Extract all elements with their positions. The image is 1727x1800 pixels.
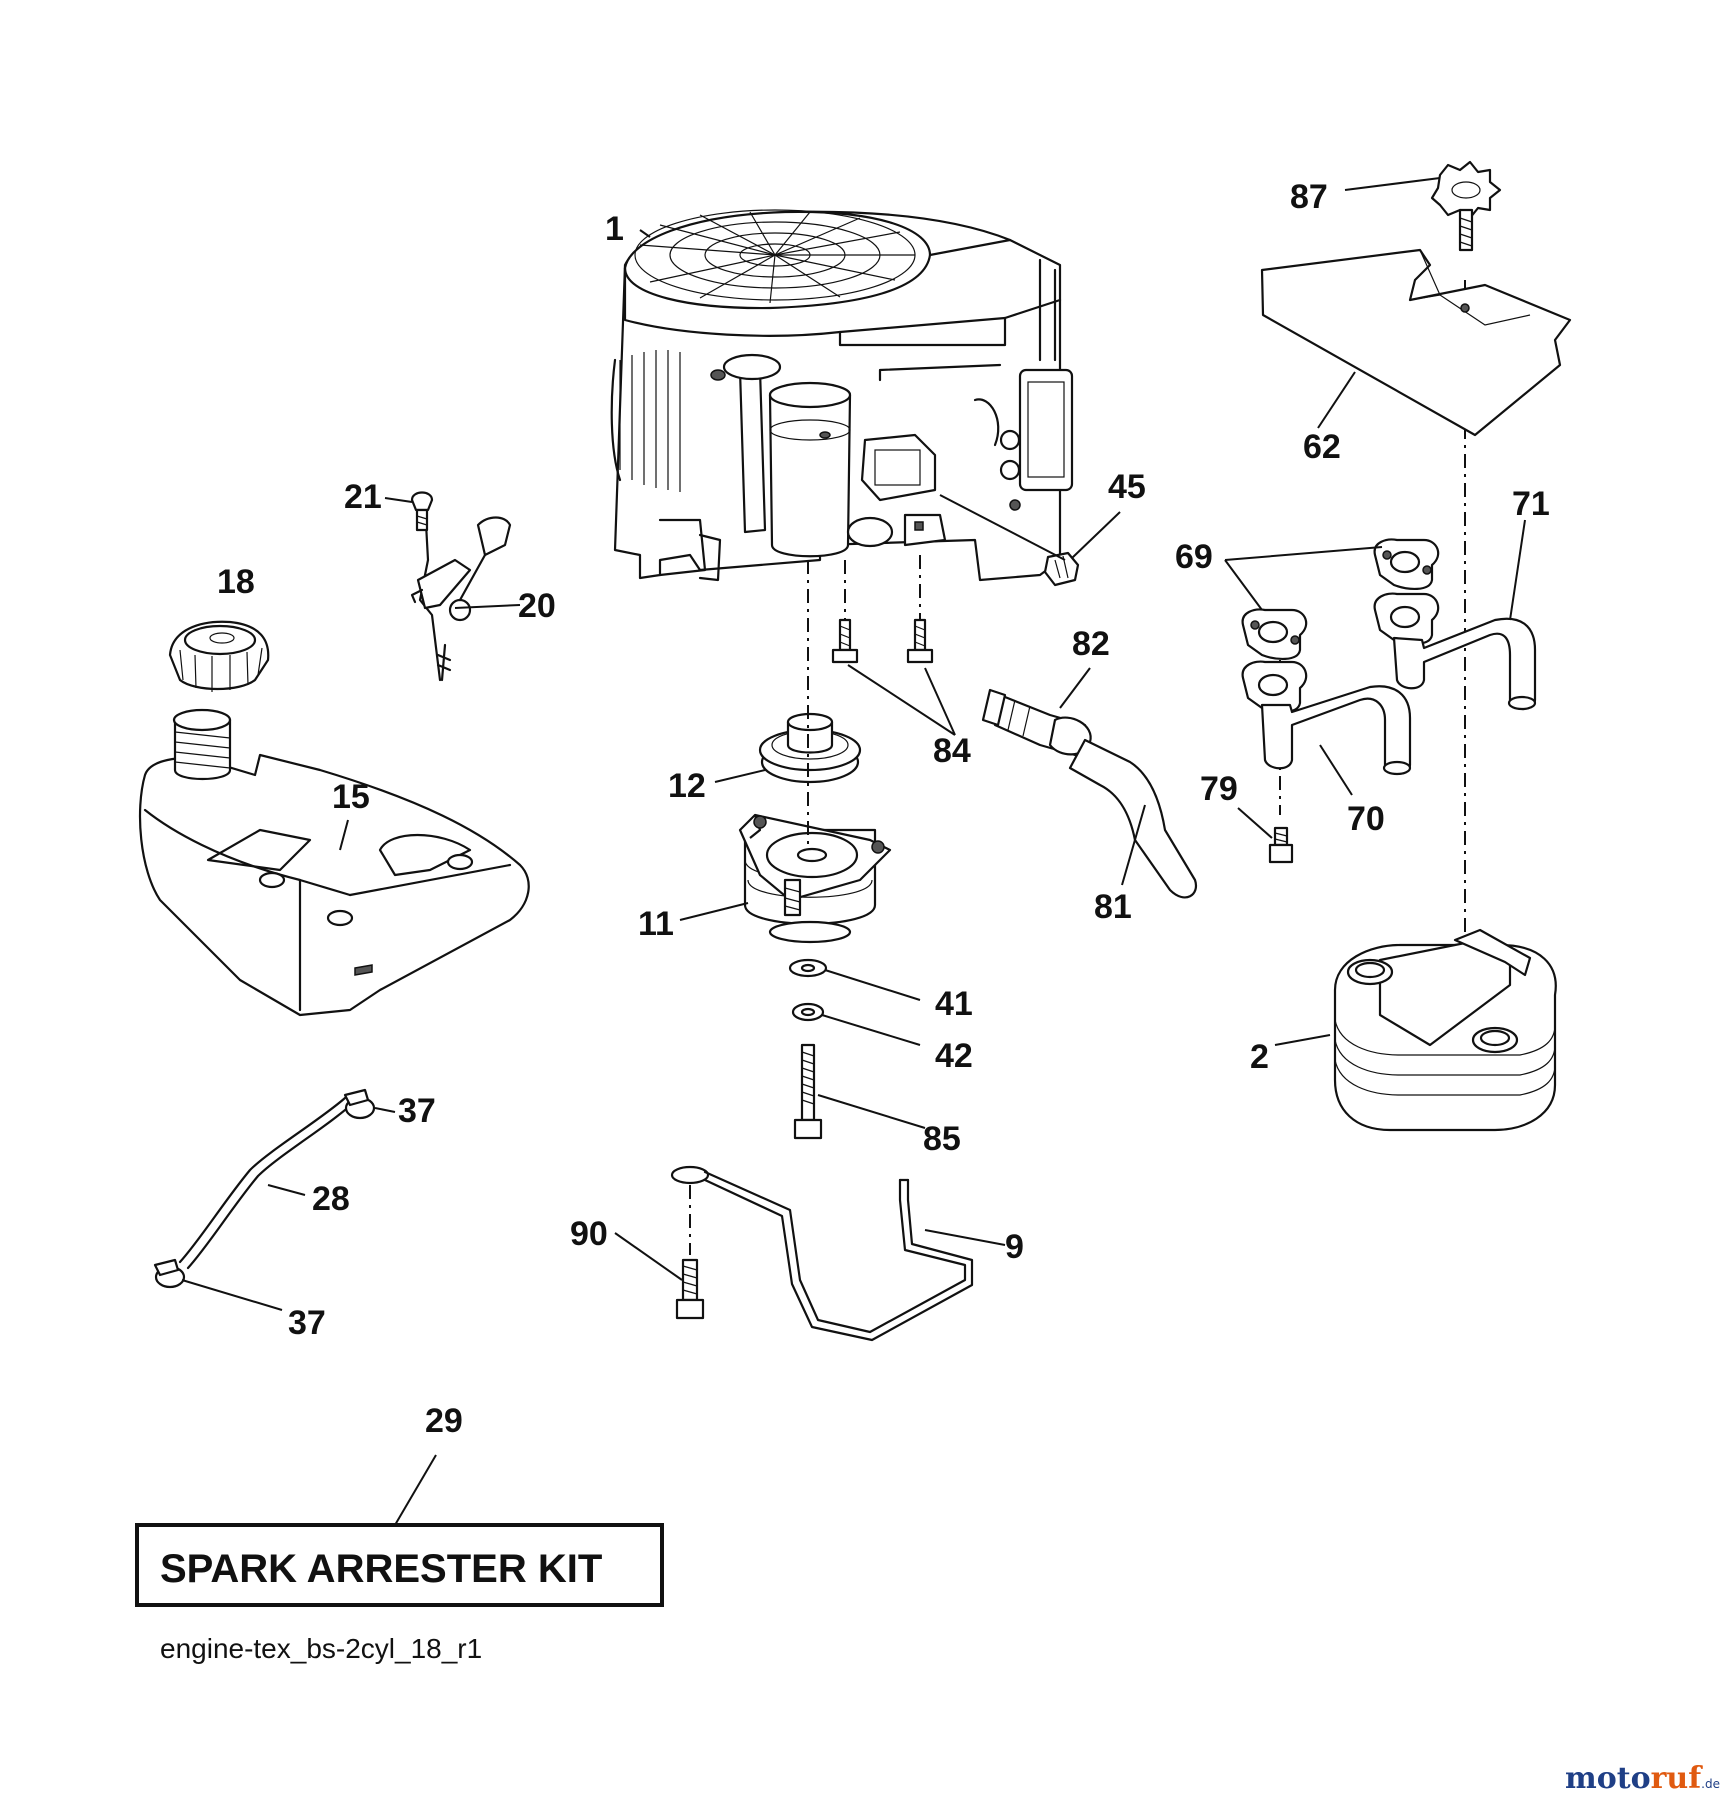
pto-clutch-part-11: [738, 813, 892, 944]
watermark-brand-blue: moto: [1565, 1761, 1651, 1796]
figure-id: engine-tex_bs-2cyl_18_r1: [160, 1633, 482, 1664]
callout-29: 29: [425, 1402, 463, 1440]
throttle-control-part-20: [410, 503, 512, 682]
fuel-cap-part-18: [168, 620, 270, 692]
bolt-part-85: [793, 1043, 823, 1140]
gasket-part-69-left: [1241, 608, 1308, 660]
rod-part-9: [670, 1165, 974, 1342]
washer-part-42: [791, 1002, 825, 1022]
callout-20: 20: [518, 587, 556, 625]
callout-18: 18: [217, 563, 255, 601]
callout-79: 79: [1200, 770, 1238, 808]
callout-71: 71: [1512, 485, 1550, 523]
leader-lines: [181, 177, 1526, 1526]
washer-part-41: [788, 958, 828, 978]
fuel-tank-part-15: [138, 708, 530, 1017]
callout-11: 11: [638, 905, 674, 943]
callout-42: 42: [935, 1037, 973, 1075]
knob-part-87: [1430, 160, 1502, 252]
callout-41: 41: [935, 985, 973, 1023]
fuel-line-part-28: [178, 1096, 354, 1270]
hose-clamp-part-37-upper: [343, 1088, 376, 1120]
callout-28: 28: [312, 1180, 350, 1218]
callout-12: 12: [668, 767, 706, 805]
callout-15: 15: [332, 778, 370, 816]
watermark-domain: .de: [1701, 1777, 1720, 1791]
exhaust-pipe-part-81: [1068, 738, 1198, 899]
callout-85: 85: [923, 1120, 961, 1158]
muffler-part-2: [1333, 928, 1557, 1132]
watermark-logo: motoruf.de: [1565, 1761, 1720, 1796]
callout-81: 81: [1094, 888, 1132, 926]
callout-87: 87: [1290, 178, 1328, 216]
watermark-brand-orange: ruf: [1651, 1761, 1704, 1796]
callout-45: 45: [1108, 468, 1146, 506]
callout-2: 2: [1250, 1038, 1269, 1076]
exhaust-elbow-part-71: [1373, 592, 1537, 711]
callout-21: 21: [344, 478, 382, 516]
gasket-part-69-right: [1373, 538, 1440, 590]
engine-part-1: [610, 209, 1074, 582]
callout-70: 70: [1347, 800, 1385, 838]
exhaust-adapter-part-82: [981, 688, 1092, 757]
pulley-part-12: [758, 712, 862, 784]
callout-69: 69: [1175, 538, 1213, 576]
bolt-part-90: [675, 1258, 705, 1320]
callout-1: 1: [605, 210, 624, 248]
callout-82: 82: [1072, 625, 1110, 663]
exhaust-elbow-part-70: [1241, 660, 1412, 776]
bolts-part-84: [831, 618, 934, 664]
callout-37-lower: 37: [288, 1304, 326, 1342]
callout-62: 62: [1303, 428, 1341, 466]
drain-plug-part-45: [1043, 551, 1080, 587]
bolt-part-79: [1268, 826, 1294, 864]
heat-shield-part-62: [1260, 248, 1572, 437]
screw-part-21: [410, 491, 434, 532]
callout-9: 9: [1005, 1228, 1024, 1266]
callout-84: 84: [933, 732, 971, 770]
svg-text:motoruf.de: motoruf.de: [1565, 1761, 1720, 1796]
spark-arrester-kit-label: SPARK ARRESTER KIT: [160, 1547, 602, 1591]
callout-37-upper: 37: [398, 1092, 436, 1130]
callout-90: 90: [570, 1215, 608, 1253]
spark-arrester-kit-box: SPARK ARRESTER KIT: [135, 1523, 664, 1607]
hose-clamp-part-37-lower: [153, 1258, 186, 1289]
callout-numbers: 1 2 9 11 12 15 18 20 21 28 29 37 37 41 4…: [217, 178, 1550, 1440]
